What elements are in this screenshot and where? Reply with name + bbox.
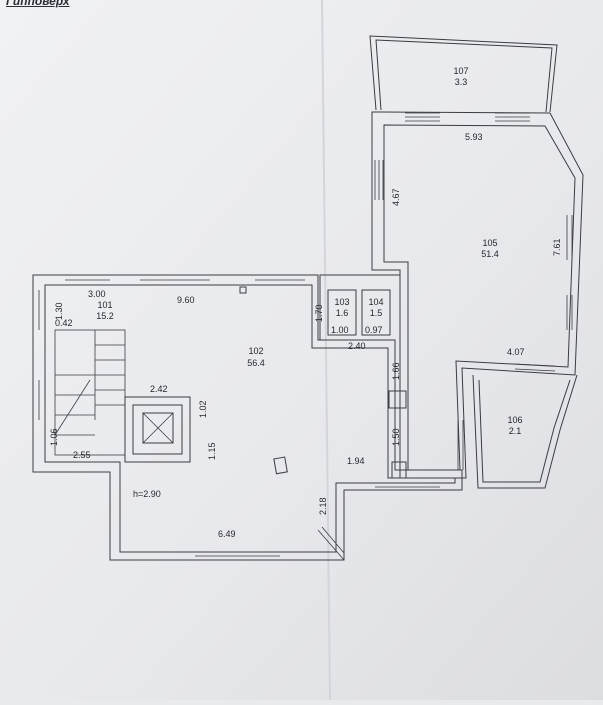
room-101-number: 101 bbox=[97, 300, 112, 310]
rooms-103-104 bbox=[319, 274, 401, 340]
ceiling-height-label: h=2.90 bbox=[133, 489, 161, 499]
room-107-outline bbox=[369, 35, 558, 113]
dimension-label: 1.15 bbox=[207, 442, 217, 460]
main-block-walls bbox=[32, 274, 463, 561]
dimension-label: 4.67 bbox=[391, 188, 401, 206]
room-104-number: 104 bbox=[368, 297, 383, 307]
dimension-label: 9.60 bbox=[177, 295, 195, 305]
paper-fold bbox=[321, 0, 331, 701]
dimension-label: 1.00 bbox=[331, 325, 349, 335]
dimension-label: 5.93 bbox=[465, 132, 483, 142]
dimension-label: 0.97 bbox=[365, 325, 383, 335]
dimension-label: 1.70 bbox=[314, 304, 324, 322]
room-106-number: 106 bbox=[507, 415, 522, 425]
dimension-label: 2.42 bbox=[150, 384, 168, 394]
elevator-shaft bbox=[124, 396, 191, 463]
dimension-label: 1.50 bbox=[391, 428, 401, 446]
room-102-area: 56.4 bbox=[247, 358, 265, 368]
column bbox=[388, 390, 407, 409]
dimension-label: 2.18 bbox=[318, 497, 328, 515]
room-103-area: 1.6 bbox=[336, 308, 349, 318]
room-104-area: 1.5 bbox=[370, 308, 383, 318]
dimension-label: 2.40 bbox=[348, 341, 366, 351]
dimension-label: 1.06 bbox=[49, 428, 59, 446]
room-102-number: 102 bbox=[248, 346, 263, 356]
room-106-area: 2.1 bbox=[509, 426, 522, 436]
dimension-label: 7.61 bbox=[552, 238, 562, 256]
dimension-label: 4.07 bbox=[507, 347, 525, 357]
dimension-label: 1.94 bbox=[347, 456, 365, 466]
room-105-walls bbox=[371, 111, 584, 479]
dimension-label: 3.00 bbox=[88, 289, 106, 299]
room-106-outline bbox=[472, 374, 578, 489]
dimension-label: 1.02 bbox=[198, 400, 208, 418]
room-103-number: 103 bbox=[334, 297, 349, 307]
room-107-number: 107 bbox=[453, 66, 468, 76]
column bbox=[273, 456, 288, 475]
staircase bbox=[54, 329, 126, 456]
dimension-label: 1.30 bbox=[54, 302, 64, 320]
room-107-area: 3.3 bbox=[455, 77, 468, 87]
room-101-area: 15.2 bbox=[96, 311, 114, 321]
dimension-label: 1.66 bbox=[391, 362, 401, 380]
dimension-label: 2.55 bbox=[73, 450, 91, 460]
dimension-label: 0.42 bbox=[55, 318, 73, 328]
room-105-number: 105 bbox=[482, 238, 497, 248]
plan-heading: Гипповерх bbox=[6, 0, 70, 8]
room-105-area: 51.4 bbox=[481, 249, 499, 259]
column bbox=[391, 461, 407, 479]
dimension-label: 6.49 bbox=[218, 529, 236, 539]
